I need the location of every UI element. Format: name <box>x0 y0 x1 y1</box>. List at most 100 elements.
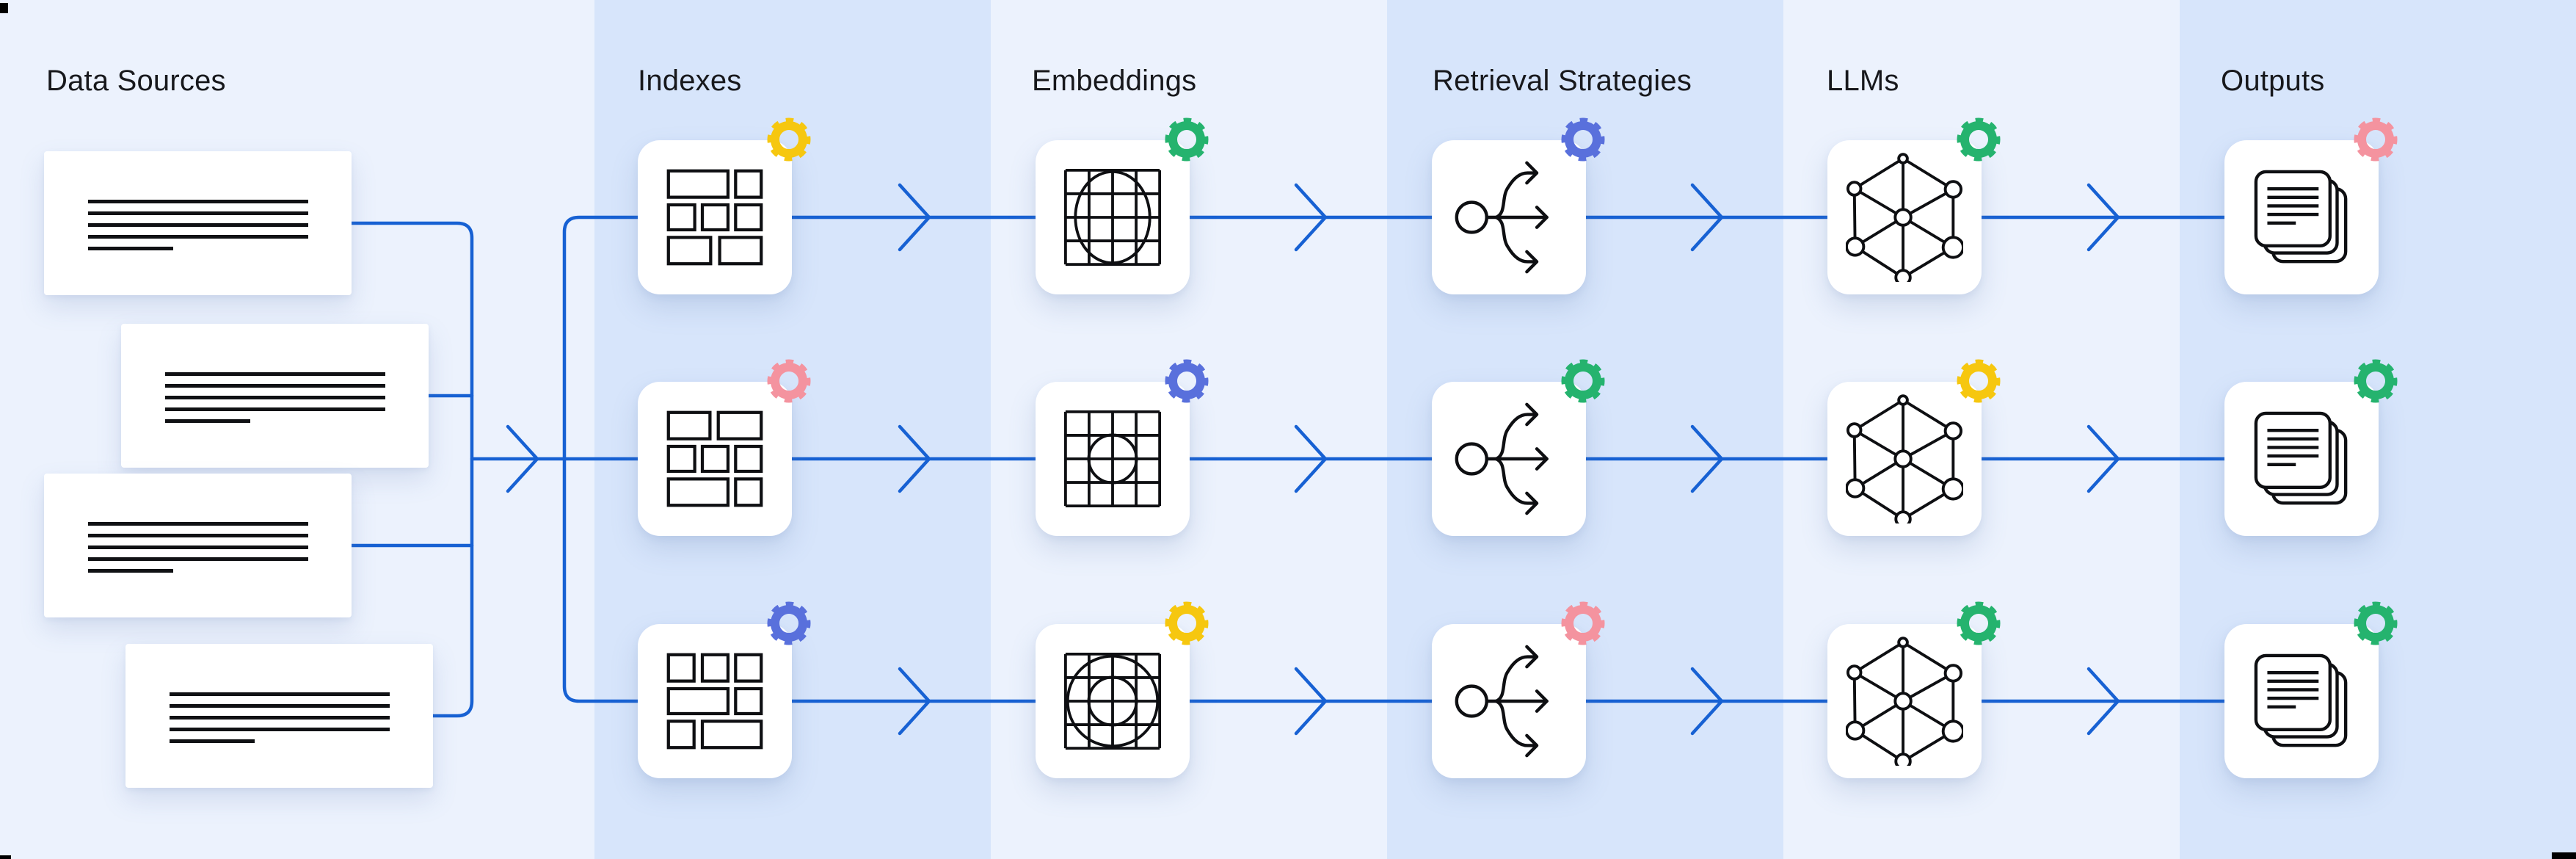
gear-green-icon <box>1561 359 1605 403</box>
text-line <box>170 728 390 731</box>
gear-green-icon <box>2354 601 2398 645</box>
data-source-card-2 <box>121 324 429 468</box>
branch-arrows-icon <box>1455 161 1549 274</box>
gear-green-icon <box>2352 600 2399 647</box>
row-2-arrowhead-icon-2 <box>1294 424 1328 493</box>
text-line-short <box>88 569 173 573</box>
data-source-card-1 <box>44 151 352 295</box>
gear-green-icon <box>2354 359 2398 403</box>
card-llms-row-2 <box>1827 359 2001 536</box>
gear-blue-icon <box>1165 359 1209 403</box>
text-line <box>165 396 385 399</box>
column-title-retrieval-strategies: Retrieval Strategies <box>1433 65 1692 97</box>
grid-concentric-circles-icon <box>1063 652 1162 750</box>
document-stack-icon <box>2254 653 2348 747</box>
merge-bus <box>349 221 474 718</box>
card-outputs-row-2 <box>2224 359 2398 536</box>
column-title-embeddings: Embeddings <box>1032 65 1197 97</box>
row-2-arrowhead-icon-1 <box>898 424 931 493</box>
row-3-arrowhead-icon-2 <box>1294 667 1328 736</box>
gear-yellow-icon <box>1955 358 2002 405</box>
row-2-arrowhead-icon-3 <box>1690 424 1724 493</box>
network-graph-icon <box>1846 637 1963 766</box>
text-line <box>88 200 308 203</box>
card-llms-row-1 <box>1827 117 2001 294</box>
text-line <box>88 235 308 239</box>
gear-blue-icon <box>1163 358 1210 405</box>
text-line-short <box>88 247 173 250</box>
text-line <box>165 384 385 388</box>
text-line <box>88 534 308 537</box>
artifact-bottom-left <box>0 855 11 859</box>
gear-blue-icon <box>1560 116 1607 163</box>
branch-arrows-icon <box>1455 645 1549 758</box>
card-retrieval-strategies-row-3 <box>1432 601 1605 778</box>
text-line <box>88 211 308 215</box>
gear-green-icon <box>1165 117 1209 162</box>
text-line <box>170 692 390 696</box>
gear-green-icon <box>2352 358 2399 405</box>
masonry-grid-icon <box>666 169 763 266</box>
row-3-arrowhead-icon-4 <box>2086 667 2120 736</box>
masonry-grid-icon <box>666 410 763 507</box>
gear-green-icon <box>1560 358 1607 405</box>
column-title-outputs: Outputs <box>2221 65 2325 97</box>
grid-ellipse-icon <box>1063 168 1162 267</box>
card-retrieval-strategies-row-1 <box>1432 117 1605 294</box>
data-source-card-4 <box>125 644 433 788</box>
card-indexes-row-1 <box>638 117 811 294</box>
gear-pink-icon <box>1561 601 1605 645</box>
gear-green-icon <box>1957 117 2001 162</box>
text-line-short <box>170 739 255 743</box>
text-line <box>88 557 308 561</box>
row-3-arrowhead-icon-1 <box>898 667 931 736</box>
document-stack-icon <box>2254 411 2348 505</box>
gear-yellow-icon <box>765 116 812 163</box>
card-indexes-row-2 <box>638 359 811 536</box>
gear-yellow-icon <box>767 117 811 162</box>
gear-pink-icon <box>2354 117 2398 162</box>
row-3-arrowhead-icon-3 <box>1690 667 1724 736</box>
gear-green-icon <box>1955 116 2002 163</box>
text-line <box>165 407 385 411</box>
grid-circle-icon <box>1063 410 1162 508</box>
column-title-indexes: Indexes <box>638 65 742 97</box>
card-indexes-row-3 <box>638 601 811 778</box>
gear-green-icon <box>1957 601 2001 645</box>
branch-arrows-icon <box>1455 402 1549 515</box>
gear-pink-icon <box>2352 116 2399 163</box>
gear-yellow-icon <box>1957 359 2001 403</box>
gear-pink-icon <box>765 358 812 405</box>
card-retrieval-strategies-row-2 <box>1432 359 1605 536</box>
card-outputs-row-3 <box>2224 601 2398 778</box>
text-line <box>88 522 308 526</box>
gear-blue-icon <box>1561 117 1605 162</box>
artifact-top-left <box>0 3 8 13</box>
gear-yellow-icon <box>1163 600 1210 647</box>
card-embeddings-row-2 <box>1036 359 1209 536</box>
text-line <box>88 223 308 227</box>
row-1-arrowhead-icon-1 <box>898 183 931 252</box>
row-1-arrowhead-icon-3 <box>1690 183 1724 252</box>
gear-pink-icon <box>767 359 811 403</box>
card-outputs-row-1 <box>2224 117 2398 294</box>
text-line <box>88 546 308 549</box>
row-2-arrowhead-icon-4 <box>2086 424 2120 493</box>
gear-pink-icon <box>1560 600 1607 647</box>
masonry-grid-icon <box>666 653 763 750</box>
network-graph-icon <box>1846 394 1963 523</box>
text-line <box>170 716 390 720</box>
gear-green-icon <box>1163 116 1210 163</box>
gear-green-icon <box>1955 600 2002 647</box>
gear-yellow-icon <box>1165 601 1209 645</box>
text-line <box>165 372 385 376</box>
column-title-llms: LLMs <box>1827 65 1899 97</box>
text-line <box>170 704 390 708</box>
gear-blue-icon <box>765 600 812 647</box>
distribution-bus <box>562 215 640 703</box>
data-source-card-3 <box>44 474 352 617</box>
row-1-arrowhead-icon-4 <box>2086 183 2120 252</box>
gear-blue-icon <box>767 601 811 645</box>
